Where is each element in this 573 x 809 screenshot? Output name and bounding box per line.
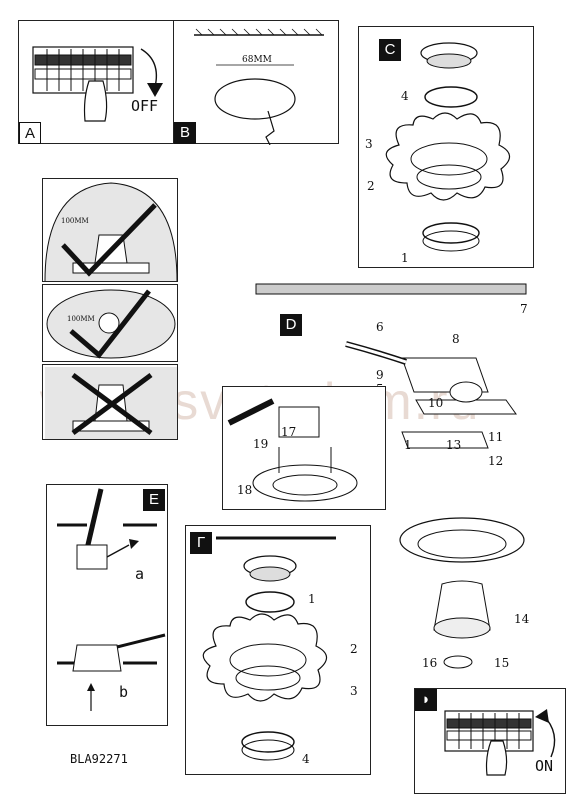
panel-c-tag: C <box>379 39 401 61</box>
panel-a-tag: A <box>19 122 41 144</box>
step-d-18: 18 <box>237 483 253 497</box>
step-d-14: 14 <box>514 612 530 626</box>
dimension-68mm: 68MM <box>242 55 272 65</box>
step-c-3: 3 <box>365 137 373 151</box>
panel-b: 68MM B <box>173 20 339 146</box>
assembly-c-illustration <box>385 42 511 252</box>
step-d-10: 10 <box>428 396 444 410</box>
step-g-2: 2 <box>350 642 358 656</box>
panel-clearance-ok: 100MM <box>42 178 178 282</box>
sub-a-label: a <box>135 565 145 583</box>
step-d-13: 13 <box>446 438 462 452</box>
step-d-12: 12 <box>488 454 504 468</box>
step-c-4: 4 <box>401 89 409 103</box>
clearance-100mm-2: 100MM <box>67 315 95 323</box>
panel-on-tag: ◗ <box>415 689 437 711</box>
panel-a: OFF A <box>18 20 174 144</box>
panel-d: D 6 7 8 9 5 4 10 3 2 1 13 11 12 14 16 15 <box>226 282 556 682</box>
clearance-100mm-1: 100MM <box>61 217 89 225</box>
step-d-17: 17 <box>281 425 297 439</box>
panel-d-tag: D <box>280 314 302 336</box>
breaker-on-illustration <box>444 709 556 776</box>
panel-d-detail: 17 19 18 <box>222 386 386 510</box>
panel-g: Г 1 2 3 4 <box>185 525 371 775</box>
step-d-1: 1 <box>404 438 412 452</box>
step-d-19: 19 <box>253 437 269 451</box>
step-g-1: 1 <box>308 592 316 606</box>
model-code: BLA92271 <box>70 752 128 766</box>
off-label: OFF <box>131 97 159 115</box>
step-d-9: 9 <box>376 368 384 382</box>
assembly-g-illustration <box>202 536 336 761</box>
sub-b-label: b <box>119 683 129 701</box>
step-d-15: 15 <box>494 656 510 670</box>
step-c-2: 2 <box>367 179 375 193</box>
detail-illustration <box>227 398 358 502</box>
install-e-illustration <box>57 488 166 711</box>
cutout-illustration <box>194 28 324 146</box>
breaker-off-illustration <box>32 46 163 122</box>
panel-e: E a b <box>46 484 168 726</box>
step-g-4: 4 <box>302 752 310 766</box>
panel-clearance-bad <box>42 364 178 440</box>
clearance-ok-illustration <box>44 182 178 282</box>
panel-on: ◗ ON <box>414 688 566 794</box>
panel-c: C 4 3 2 1 <box>358 26 534 268</box>
panel-e-tag: E <box>143 489 165 511</box>
step-d-16: 16 <box>422 656 438 670</box>
panel-clearance-ok-top: 100MM <box>42 284 178 362</box>
step-d-8: 8 <box>452 332 460 346</box>
step-g-3: 3 <box>350 684 358 698</box>
clearance-bad-illustration <box>45 367 177 439</box>
step-d-7: 7 <box>520 302 528 316</box>
clearance-top-illustration <box>46 289 176 359</box>
assembly-d-illustration <box>255 283 527 669</box>
on-label: ON <box>535 757 554 775</box>
step-c-1: 1 <box>401 251 409 265</box>
panel-g-tag: Г <box>190 532 212 554</box>
panel-b-tag: B <box>174 122 196 144</box>
step-d-11: 11 <box>488 430 504 444</box>
step-d-6: 6 <box>376 320 384 334</box>
